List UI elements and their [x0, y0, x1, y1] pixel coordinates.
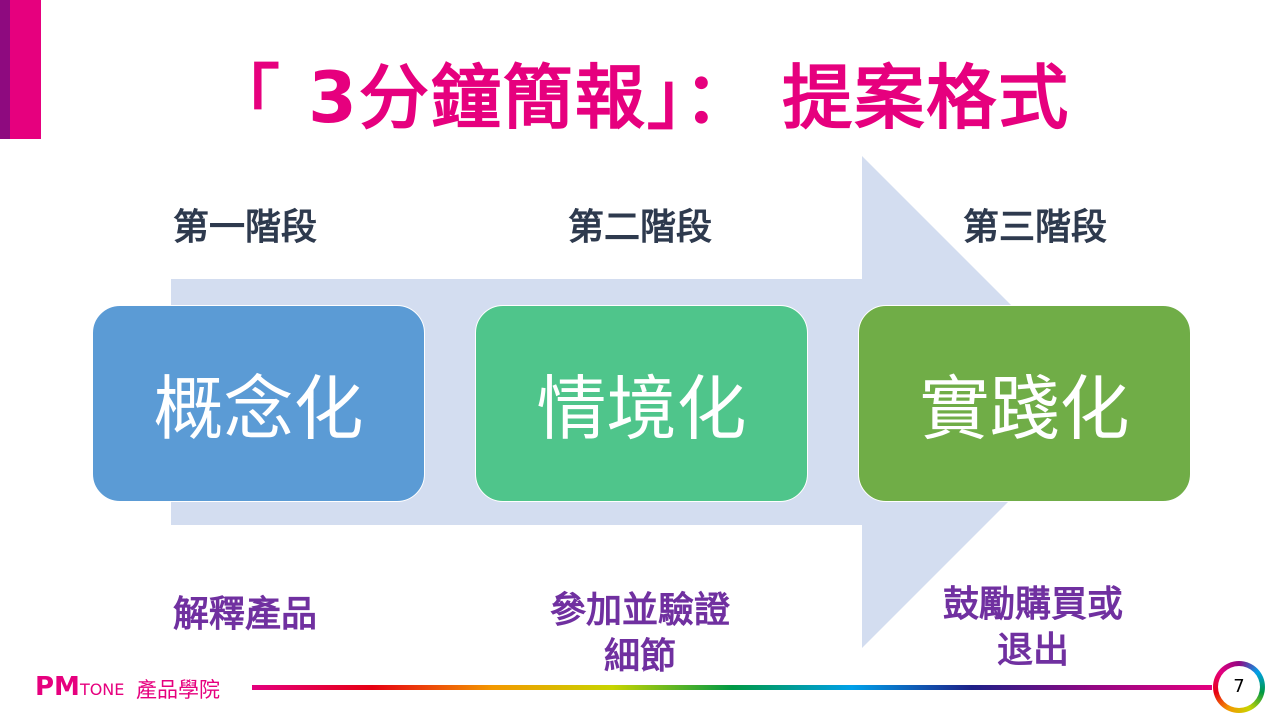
stage-label-1: 第一階段 — [172, 207, 317, 248]
rainbow-divider — [252, 685, 1212, 690]
stage-label-2: 第二階段 — [567, 207, 712, 248]
academy-name: 產品學院 — [136, 678, 220, 702]
accent-bar-pink — [10, 0, 41, 139]
stage-desc-2: 參加並驗證 細節 — [549, 590, 730, 677]
page-number-badge: 7 — [1213, 661, 1265, 713]
accent-bar-purple — [0, 0, 10, 139]
stage-box-contextualize: 情境化 — [475, 305, 808, 502]
stage-label-3: 第三階段 — [962, 207, 1107, 248]
stage-desc-1: 解釋產品 — [172, 594, 317, 635]
page-title: 「 3分鐘簡報」： 提案格式 — [209, 57, 1071, 139]
stage-box-conceptualize: 概念化 — [92, 305, 425, 502]
stage-box-practice: 實踐化 — [858, 305, 1191, 502]
page-number: 7 — [1218, 666, 1260, 708]
stage-desc-3: 鼓勵購買或 退出 — [942, 584, 1123, 671]
pmtone-logo: PMTONE — [35, 672, 125, 702]
